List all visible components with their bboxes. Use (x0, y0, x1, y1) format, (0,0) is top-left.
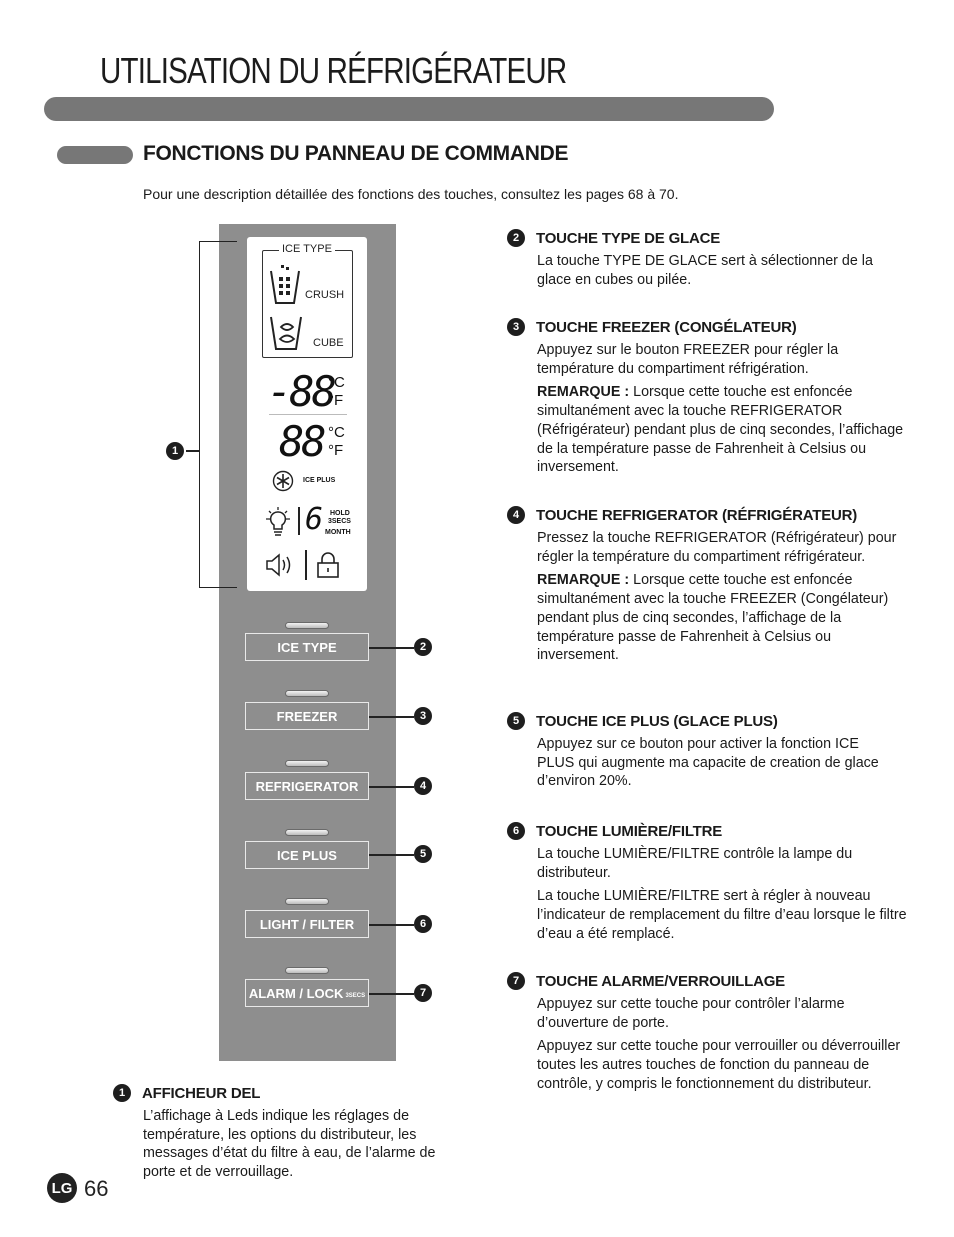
item-led-display: 1 AFFICHEUR DEL L’affichage à Leds indiq… (113, 1083, 453, 1182)
alarm-lock-sub: 3SECS (345, 992, 366, 999)
led-indicator (285, 898, 329, 905)
item-title: TOUCHE REFRIGERATOR (RÉFRIGÉRATEUR) (536, 506, 858, 524)
page-title: UTILISATION DU RÉFRIGÉRATEUR (100, 50, 567, 91)
item-text: La touche TYPE DE GLACE sert à sélection… (537, 253, 873, 288)
intro-text: Pour une description détaillée des fonct… (143, 186, 679, 202)
item-marker: 4 (507, 506, 525, 524)
callout-line (369, 716, 414, 718)
callout-line (369, 647, 414, 649)
callout-marker-2: 2 (414, 638, 432, 656)
item-ice-type: 2 TOUCHE TYPE DE GLACE La touche TYPE DE… (507, 228, 907, 289)
item-text: L’affichage à Leds indique les réglages … (143, 1108, 436, 1181)
fridge-temp-digits: 88 (279, 417, 327, 466)
item-alarm-lock: 7 TOUCHE ALARME/VERROUILLAGE Appuyez sur… (507, 971, 907, 1094)
item-text: Appuyez sur ce bouton pour activer la fo… (537, 736, 879, 790)
led-display: ICE TYPE CRUSH CUBE -88 °C °F 88 °C °F I… (247, 237, 367, 591)
fridge-fahrenheit: °F (328, 442, 344, 459)
item-title: TOUCHE FREEZER (CONGÉLATEUR) (536, 318, 797, 336)
note-text: Lorsque cette touche est enfoncée simult… (537, 384, 904, 476)
callout-marker-3: 3 (414, 707, 432, 725)
freezer-button[interactable]: FREEZER (245, 702, 369, 730)
item-refrigerator: 4 TOUCHE REFRIGERATOR (RÉFRIGÉRATEUR) Pr… (507, 505, 907, 665)
display-divider (269, 414, 347, 415)
fridge-celsius: °C (328, 424, 345, 441)
ice-type-box: ICE TYPE CRUSH CUBE (262, 243, 353, 358)
ice-type-label: ICE TYPE (279, 243, 335, 255)
item-marker: 6 (507, 822, 525, 840)
item-marker: 2 (507, 229, 525, 247)
callout-line (369, 924, 414, 926)
speaker-icon (266, 553, 291, 577)
item-marker: 5 (507, 712, 525, 730)
lg-logo-icon: LG (47, 1173, 77, 1203)
display-marker: 1 (166, 442, 184, 460)
filter-digit: 6 (305, 502, 323, 537)
light-filter-button[interactable]: LIGHT / FILTER (245, 910, 369, 938)
note-label: REMARQUE : (537, 572, 630, 589)
item-title: TOUCHE TYPE DE GLACE (536, 229, 721, 247)
title-bar (44, 97, 774, 121)
item-note: REMARQUE : Lorsque cette touche est enfo… (537, 571, 902, 665)
note-text: Lorsque cette touche est enfoncée simult… (537, 572, 889, 664)
item-marker: 3 (507, 318, 525, 336)
freezer-celsius: °C (328, 374, 345, 391)
freezer-fahrenheit: °F (328, 392, 344, 409)
led-indicator (285, 967, 329, 974)
item-light-filter: 6 TOUCHE LUMIÈRE/FILTRE La touche LUMIÈR… (507, 821, 907, 944)
callout-marker-6: 6 (414, 915, 432, 933)
crushed-ice-icon (270, 265, 300, 304)
callout-line (369, 993, 414, 995)
display-bracket (199, 241, 237, 588)
alarm-lock-label: ALARM / LOCK (248, 985, 344, 1001)
item-title: TOUCHE ICE PLUS (GLACE PLUS) (536, 712, 778, 730)
snowflake-icon (272, 470, 294, 492)
item-text: La touche LUMIÈRE/FILTRE contrôle la lam… (537, 846, 853, 881)
led-indicator (285, 760, 329, 767)
callout-marker-5: 5 (414, 845, 432, 863)
display-bracket-tick (186, 450, 200, 452)
crush-label: CRUSH (305, 289, 345, 301)
led-indicator (285, 829, 329, 836)
item-marker: 1 (113, 1084, 131, 1102)
item-text: Appuyez sur cette touche pour contrôler … (537, 996, 845, 1031)
hold-label: HOLD (330, 510, 350, 517)
freezer-temp-digits: -88 (267, 367, 337, 416)
filter-divider (298, 507, 300, 535)
light-bulb-icon (266, 507, 290, 536)
item-marker: 7 (507, 972, 525, 990)
ice-type-button[interactable]: ICE TYPE (245, 633, 369, 661)
item-title: TOUCHE LUMIÈRE/FILTRE (536, 822, 723, 840)
callout-line (369, 786, 414, 788)
lock-icon (317, 552, 339, 578)
note-label: REMARQUE : (537, 384, 630, 401)
item-freezer: 3 TOUCHE FREEZER (CONGÉLATEUR) Appuyez s… (507, 317, 907, 477)
month-label: MONTH (325, 529, 351, 536)
led-indicator (285, 622, 329, 629)
led-indicator (285, 690, 329, 697)
ice-plus-button[interactable]: ICE PLUS (245, 841, 369, 869)
item-ice-plus: 5 TOUCHE ICE PLUS (GLACE PLUS) Appuyez s… (507, 711, 907, 791)
item-text: La touche LUMIÈRE/FILTRE sert à régler à… (537, 888, 907, 942)
item-title: TOUCHE ALARME/VERROUILLAGE (536, 972, 785, 990)
item-text: Appuyez sur le bouton FREEZER pour régle… (537, 342, 839, 377)
refrigerator-button[interactable]: REFRIGERATOR (245, 772, 369, 800)
cube-ice-icon (270, 316, 302, 350)
item-title: AFFICHEUR DEL (142, 1084, 261, 1102)
callout-marker-4: 4 (414, 777, 432, 795)
item-text: Pressez la touche REFRIGERATOR (Réfrigér… (537, 530, 897, 565)
item-note: REMARQUE : Lorsque cette touche est enfo… (537, 383, 907, 477)
callout-marker-7: 7 (414, 984, 432, 1002)
secs-label: 3SECS (328, 518, 351, 525)
lock-divider (305, 550, 307, 580)
cube-label: CUBE (313, 337, 344, 349)
callout-line (369, 854, 414, 856)
ice-plus-label: ICE PLUS (303, 477, 336, 484)
item-text: Appuyez sur cette touche pour verrouille… (537, 1038, 901, 1092)
section-pill (57, 146, 133, 164)
section-title: FONCTIONS DU PANNEAU DE COMMANDE (143, 142, 569, 165)
page-number: 66 (84, 1176, 109, 1201)
